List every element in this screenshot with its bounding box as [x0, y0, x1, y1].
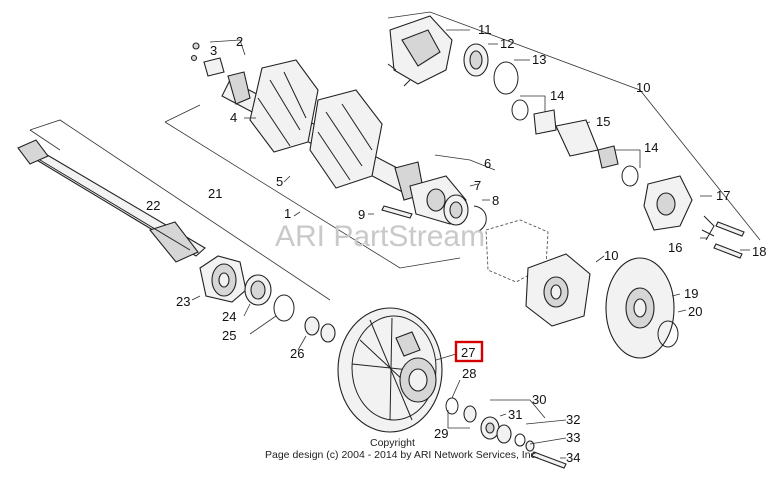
callout-10-mid[interactable]: 10 [604, 248, 618, 263]
plate-6-group [381, 175, 487, 233]
callout-numbers: 1 2 3 4 5 6 7 8 9 10 10 11 12 13 14 14 1… [146, 22, 766, 465]
callout-28[interactable]: 28 [462, 366, 476, 381]
callout-20[interactable]: 20 [688, 304, 702, 319]
callout-8[interactable]: 8 [492, 193, 499, 208]
footer-copyright: Copyright [370, 437, 415, 449]
selected-callout-highlight [454, 340, 484, 363]
footer-page-design: Page design (c) 2004 - 2014 by ARI Netwo… [265, 449, 539, 461]
callout-10-top[interactable]: 10 [636, 80, 650, 95]
washers-26 [304, 316, 336, 343]
callout-16[interactable]: 16 [668, 240, 682, 255]
small-parts-28-34 [445, 397, 567, 469]
bearing-24 [244, 274, 272, 306]
callout-33[interactable]: 33 [566, 430, 580, 445]
callout-5[interactable]: 5 [276, 174, 283, 189]
callout-2[interactable]: 2 [236, 34, 243, 49]
ring-25 [273, 294, 295, 322]
rings-14-block-15 [511, 99, 639, 187]
callout-1[interactable]: 1 [284, 206, 291, 221]
callout-7[interactable]: 7 [474, 178, 481, 193]
top-housing-group [387, 15, 519, 95]
callout-11[interactable]: 11 [478, 22, 492, 37]
callout-13[interactable]: 13 [532, 52, 546, 67]
middle-housing-10 [525, 253, 591, 327]
callout-32[interactable]: 32 [566, 412, 580, 427]
callout-9[interactable]: 9 [358, 207, 365, 222]
drive-shaft-assembly [221, 59, 425, 201]
callout-14-b[interactable]: 14 [644, 140, 658, 155]
callout-25[interactable]: 25 [222, 328, 236, 343]
right-housing-group [643, 175, 745, 259]
callout-21[interactable]: 21 [208, 186, 222, 201]
callout-29[interactable]: 29 [434, 426, 448, 441]
sheave-19 [605, 257, 679, 359]
watermark: ARI PartStream [275, 220, 485, 253]
callout-34[interactable]: 34 [566, 450, 580, 465]
callout-31[interactable]: 31 [508, 407, 522, 422]
callout-23[interactable]: 23 [176, 294, 190, 309]
bracket-lines [29, 11, 761, 429]
callout-14-a[interactable]: 14 [550, 88, 564, 103]
hub-23 [199, 255, 247, 303]
callout-12[interactable]: 12 [500, 36, 514, 51]
leader-lines [191, 29, 750, 459]
callout-17[interactable]: 17 [716, 188, 730, 203]
callout-22[interactable]: 22 [146, 198, 160, 213]
callout-19[interactable]: 19 [684, 286, 698, 301]
callout-6[interactable]: 6 [484, 156, 491, 171]
callout-27[interactable]: 27 [461, 345, 475, 360]
callout-18[interactable]: 18 [752, 244, 766, 259]
callout-30[interactable]: 30 [532, 392, 546, 407]
callout-24[interactable]: 24 [222, 309, 236, 324]
driven-clutch-27 [337, 307, 443, 433]
shaft-22 [17, 139, 206, 263]
small-parts-2-3 [190, 42, 225, 77]
callout-15[interactable]: 15 [596, 114, 610, 129]
callout-26[interactable]: 26 [290, 346, 304, 361]
callout-3[interactable]: 3 [210, 43, 217, 58]
callout-4[interactable]: 4 [230, 110, 237, 125]
dashed-bracket-outline [485, 219, 549, 283]
